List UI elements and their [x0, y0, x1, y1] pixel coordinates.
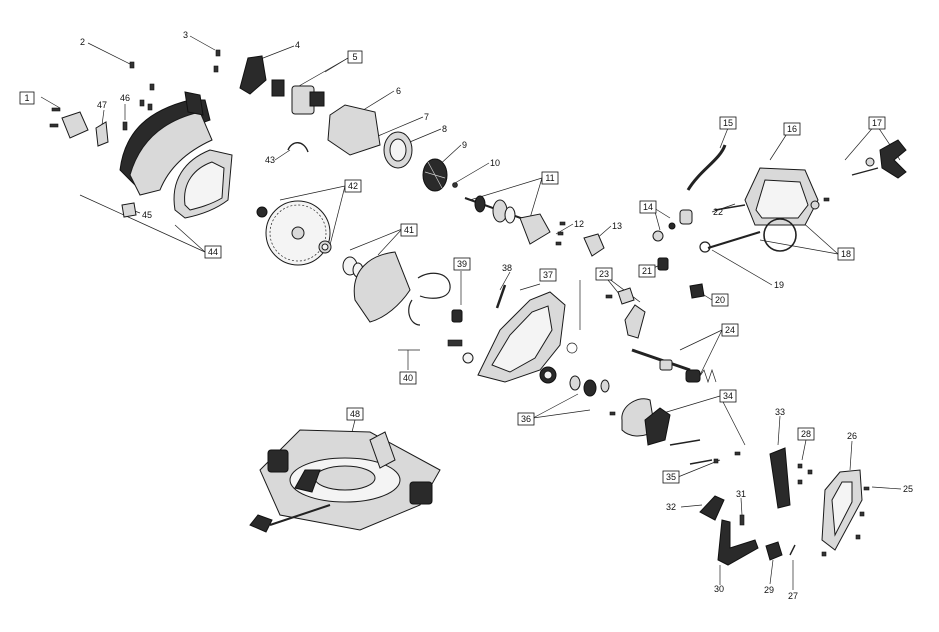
part-47-bracket [95, 121, 109, 147]
label-40: 40 [403, 373, 413, 383]
label-24: 24 [725, 325, 735, 335]
part-32-lever [699, 495, 725, 521]
part-16-carriage [707, 167, 819, 252]
label-27: 27 [788, 591, 798, 601]
label-44: 44 [208, 247, 218, 257]
part-17-lock-knob [851, 139, 907, 179]
label-35: 35 [666, 472, 676, 482]
part-27-spring [789, 544, 796, 556]
label-9: 9 [462, 140, 467, 150]
label-30: 30 [714, 584, 724, 594]
label-38: 38 [502, 263, 512, 273]
label-3: 3 [183, 30, 188, 40]
part-29-clamp [765, 541, 783, 561]
label-11: 11 [545, 173, 554, 183]
label-33: 33 [775, 407, 785, 417]
part-30-handle [717, 519, 759, 566]
label-28: 28 [801, 429, 811, 439]
label-7: 7 [424, 112, 429, 122]
part-23-bracket [605, 287, 646, 339]
label-16: 16 [787, 124, 797, 134]
label-1: 1 [24, 93, 29, 103]
label-46: 46 [120, 93, 130, 103]
label-18: 18 [841, 249, 851, 259]
label-45: 45 [142, 210, 152, 220]
label-23: 23 [599, 269, 609, 279]
part-15-cable [686, 144, 727, 191]
part-38-rod [495, 284, 507, 309]
label-31: 31 [736, 489, 746, 499]
label-6: 6 [396, 86, 401, 96]
part-4-cover [239, 55, 267, 95]
part-9-armature [422, 158, 448, 192]
part-37-arm-housing [462, 291, 578, 383]
part-41-lower-guard [342, 251, 411, 323]
part-11-shaft-assembly [464, 195, 551, 245]
part-1-switch-cover [49, 107, 89, 139]
part-6-motor-housing [327, 104, 381, 156]
part-20-clip [689, 283, 705, 299]
label-41: 41 [404, 225, 414, 235]
label-13: 13 [612, 221, 622, 231]
label-8: 8 [442, 124, 447, 134]
label-20: 20 [715, 295, 725, 305]
part-13-cap [583, 233, 605, 257]
part-36-bearing-set [539, 366, 610, 397]
label-26: 26 [847, 431, 857, 441]
label-21: 21 [642, 266, 652, 276]
label-29: 29 [764, 585, 774, 595]
part-35-screw-set [689, 458, 719, 465]
label-22: 22 [713, 207, 723, 217]
label-25: 25 [903, 484, 913, 494]
part-43-spring [287, 142, 309, 153]
part-42-saw-blade [256, 200, 332, 266]
part-24-shaft [631, 348, 717, 384]
label-32: 32 [666, 502, 676, 512]
part-40-cord [408, 272, 463, 347]
label-47: 47 [97, 100, 107, 110]
callout-labels: 1 5 11 14 15 16 17 18 20 21 23 24 28 34 … [19, 30, 913, 601]
part-33-grip [769, 447, 791, 509]
label-19: 19 [774, 280, 784, 290]
label-42: 42 [348, 181, 358, 191]
parts [49, 49, 907, 566]
label-14: 14 [643, 202, 653, 212]
label-48: 48 [350, 409, 360, 419]
handle-housing [119, 91, 233, 219]
label-43: 43 [265, 155, 275, 165]
label-12: 12 [574, 219, 584, 229]
label-5: 5 [352, 52, 357, 62]
label-37: 37 [543, 270, 553, 280]
label-17: 17 [872, 118, 882, 128]
label-39: 39 [457, 259, 467, 269]
part-34-fence-bracket [609, 398, 741, 456]
label-4: 4 [295, 40, 300, 50]
label-10: 10 [490, 158, 500, 168]
part-5-brush-holders [271, 79, 325, 115]
part-45-clip [121, 202, 137, 218]
label-34: 34 [723, 391, 733, 401]
label-15: 15 [723, 118, 733, 128]
part-21-knob [657, 257, 669, 271]
label-2: 2 [80, 37, 85, 47]
label-36: 36 [521, 414, 531, 424]
part-48-base [249, 429, 441, 533]
